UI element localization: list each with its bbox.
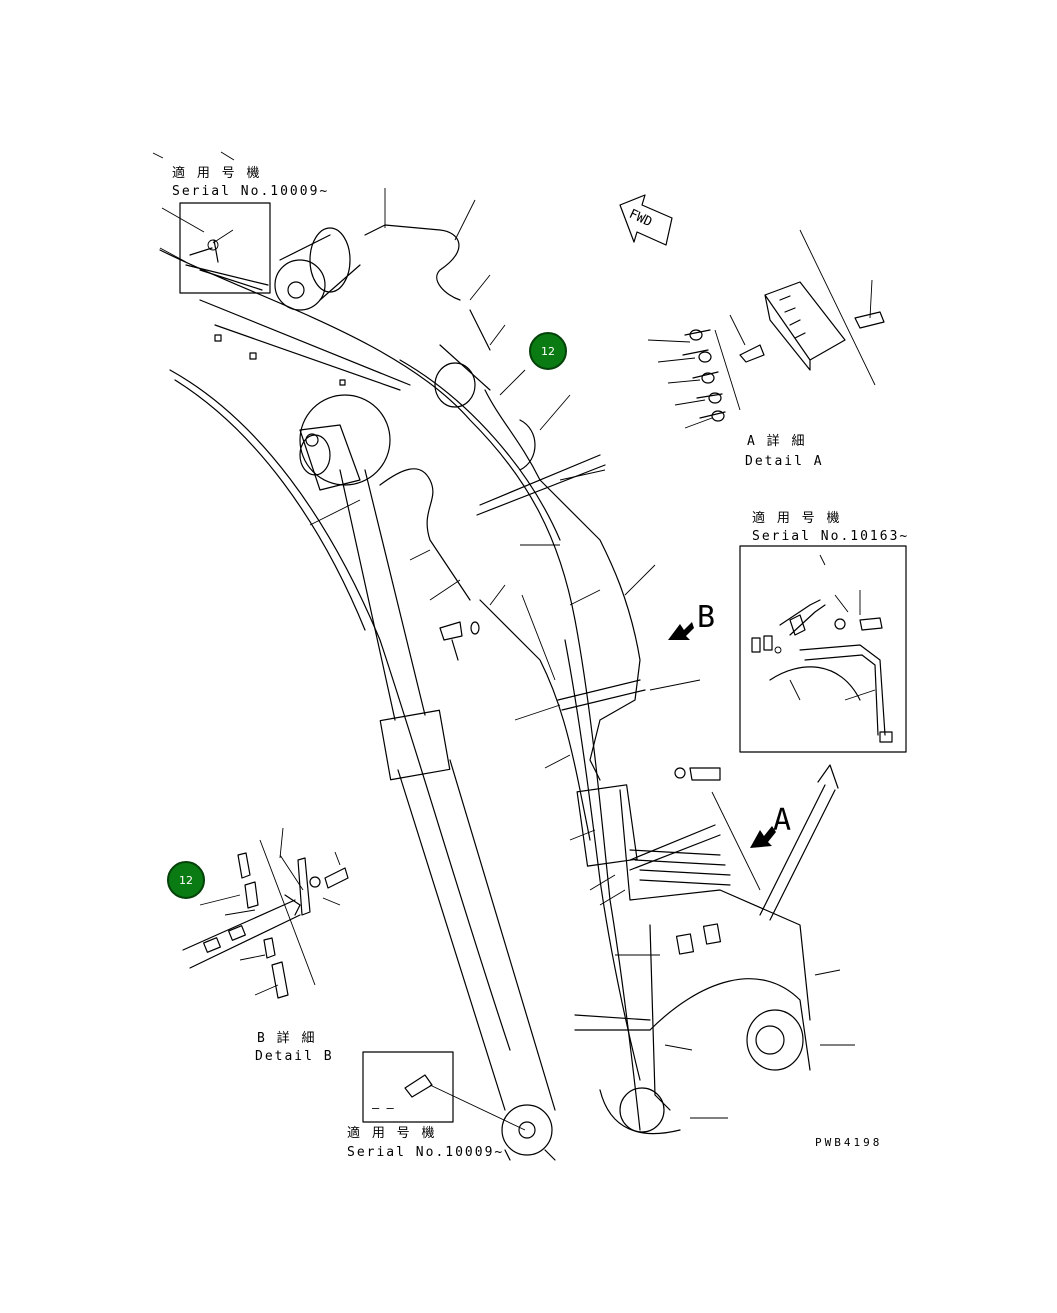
drawing-code: PWB4198 bbox=[815, 1136, 882, 1149]
slots bbox=[675, 923, 722, 955]
detail-a-en: Detail A bbox=[745, 454, 824, 469]
inset-box-bottom: — — 適 用 号 機 Serial No.10009~ bbox=[347, 1051, 526, 1160]
boom-outline bbox=[159, 249, 811, 1135]
inset-box-serial-10163: 適 用 号 機 Serial No.10163~ bbox=[739, 510, 909, 753]
detail-b-parts: B 詳 細 Detail B bbox=[182, 827, 349, 1064]
direction-arrow bbox=[759, 764, 839, 921]
serial-mid-en: Serial No.10163~ bbox=[752, 529, 909, 544]
detail-a-parts: A 詳 細 Detail A bbox=[647, 229, 885, 469]
fwd-label: FWD bbox=[627, 207, 655, 231]
fwd-arrow: FWD bbox=[619, 194, 673, 246]
serial-top-en: Serial No.10009~ bbox=[172, 184, 329, 199]
boom-cylinder bbox=[339, 469, 556, 1161]
hydraulic-lines bbox=[364, 224, 811, 1111]
serial-mid-jp: 適 用 号 機 bbox=[752, 510, 841, 526]
small-bolts bbox=[214, 334, 721, 781]
callout-12-top[interactable]: 12 bbox=[529, 332, 567, 370]
serial-bottom-jp: 適 用 号 機 bbox=[347, 1125, 436, 1141]
view-a-label: A bbox=[773, 803, 791, 838]
dash-label: — — bbox=[372, 1101, 394, 1115]
view-a-arrow: A bbox=[750, 803, 791, 848]
detail-a-jp: A 詳 細 bbox=[747, 433, 806, 449]
view-b-arrow: B bbox=[668, 600, 715, 640]
cylinder-head bbox=[299, 394, 391, 491]
serial-top-jp: 適 用 号 機 bbox=[172, 165, 261, 181]
view-b-label: B bbox=[697, 600, 715, 635]
callout-12-bottom[interactable]: 12 bbox=[167, 861, 205, 899]
callout-12-top-label: 12 bbox=[541, 345, 555, 358]
callout-12-bottom-label: 12 bbox=[179, 874, 193, 887]
detail-b-jp: B 詳 細 bbox=[257, 1030, 316, 1046]
detail-b-en: Detail B bbox=[255, 1049, 334, 1064]
serial-bottom-en: Serial No.10009~ bbox=[347, 1145, 504, 1160]
inset-box-top-left bbox=[179, 202, 271, 294]
top-pivot bbox=[274, 227, 361, 311]
